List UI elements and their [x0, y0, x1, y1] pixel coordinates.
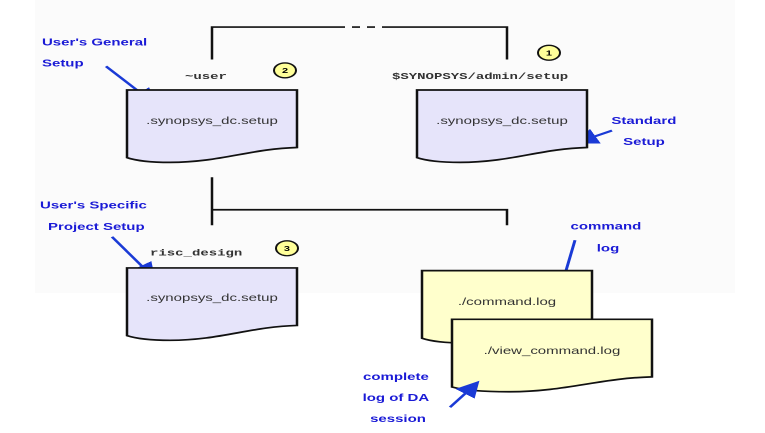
svg-text:.synopsys_dc.setup: .synopsys_dc.setup [146, 292, 278, 304]
command-log-label: command log [571, 220, 646, 254]
complete-log-arrow [448, 380, 480, 408]
svg-text:./command.log: ./command.log [458, 296, 556, 308]
top-connector [210, 26, 509, 60]
svg-text:./view_command.log: ./view_command.log [484, 344, 621, 356]
svg-text:1: 1 [546, 48, 552, 57]
svg-text:3: 3 [284, 244, 290, 253]
specific-setup-label: User's Specific Project Setup [40, 199, 151, 233]
user-location: ~user [185, 71, 227, 82]
design-location: risc_design [150, 248, 242, 259]
svg-text:.synopsys_dc.setup: .synopsys_dc.setup [436, 114, 568, 126]
general-setup-label: User's General Setup [42, 36, 151, 69]
bottom-connector [210, 177, 509, 226]
badge-3: 3 [275, 240, 299, 257]
svg-text:.synopsys_dc.setup: .synopsys_dc.setup [146, 114, 278, 126]
badge-2: 2 [273, 62, 297, 79]
view-command-log-file: ./view_command.log [450, 318, 654, 393]
complete-log-label: complete log of DA session [363, 371, 434, 425]
admin-location: $SYNOPSYS/admin/setup [392, 71, 568, 82]
svg-text:2: 2 [282, 66, 288, 75]
design-setup-file: .synopsys_dc.setup [125, 267, 299, 342]
badge-1: 1 [537, 44, 561, 61]
admin-setup-file: .synopsys_dc.setup [415, 89, 589, 164]
standard-setup-label: Standard Setup [611, 114, 680, 147]
user-setup-file: .synopsys_dc.setup [125, 89, 299, 164]
